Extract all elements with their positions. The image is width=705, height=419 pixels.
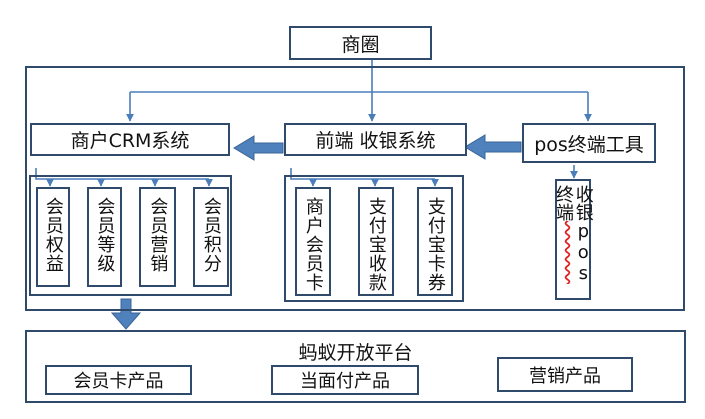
pos-terminal-box: 收银pos终端 — [553, 179, 594, 300]
pos-tool-box: pos终端工具 — [522, 123, 656, 163]
crm-item-box: 会员积分 — [193, 187, 229, 287]
crm-item-label: 会员等级 — [94, 197, 116, 273]
cashier-system-label: 前端 收银系统 — [315, 130, 436, 152]
pos-terminal-label: 收银pos终端 — [553, 185, 594, 284]
block-arrow-to-platform — [110, 298, 142, 330]
cashier-system-box: 前端 收银系统 — [284, 123, 467, 156]
platform-product-label: 营销产品 — [529, 365, 601, 387]
platform-product-label: 会员卡产品 — [73, 371, 164, 392]
crm-item-label: 会员权益 — [42, 197, 64, 273]
block-arrow-cashier-to-crm — [233, 135, 284, 161]
crm-item-box: 会员权益 — [36, 187, 70, 287]
platform-product-box: 会员卡产品 — [45, 365, 192, 395]
crm-item-box: 会员营销 — [139, 187, 176, 287]
outer-system-frame — [25, 66, 685, 311]
cashier-item-box: 支付宝收款 — [358, 187, 394, 296]
crm-items-frame — [29, 175, 232, 296]
platform-product-box: 当面付产品 — [271, 365, 419, 395]
cashier-items-frame — [284, 175, 464, 302]
connector-cashier-rail — [290, 168, 435, 180]
pos-tool-label: pos终端工具 — [534, 133, 644, 156]
crm-item-box: 会员等级 — [87, 187, 122, 287]
platform-product-box: 营销产品 — [497, 357, 633, 392]
platform-product-label: 当面付产品 — [300, 371, 390, 392]
cashier-item-label: 商户会员卡 — [302, 197, 324, 292]
crm-item-label: 会员营销 — [147, 197, 169, 273]
crm-system-box: 商户CRM系统 — [30, 123, 230, 156]
top-node-label: 商圈 — [341, 33, 380, 56]
top-node-box: 商圈 — [289, 26, 432, 60]
platform-title: 蚂蚁开放平台 — [298, 342, 413, 364]
block-arrow-pos-to-cashier — [464, 134, 522, 160]
platform-frame — [25, 330, 686, 403]
cashier-item-box: 商户会员卡 — [295, 187, 331, 296]
cashier-item-label: 支付宝收款 — [365, 197, 387, 292]
crm-item-label: 会员积分 — [200, 197, 222, 273]
cashier-item-box: 支付宝卡券 — [417, 187, 453, 296]
cashier-item-label: 支付宝卡券 — [424, 197, 446, 292]
crm-system-label: 商户CRM系统 — [70, 130, 190, 152]
